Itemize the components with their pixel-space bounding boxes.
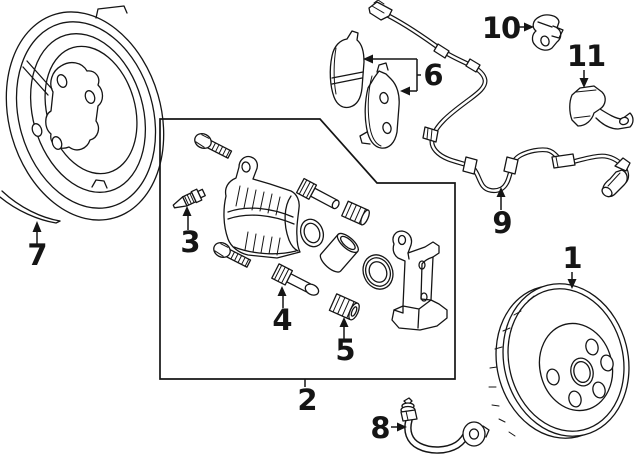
- boot-upper: [341, 200, 370, 226]
- piston-seal: [299, 218, 325, 248]
- abs-sensor-wire-drawing: [368, 0, 631, 198]
- callout-4[interactable]: 4: [272, 286, 293, 337]
- callout-3[interactable]: 3: [180, 206, 201, 259]
- callout-2[interactable]: 2: [297, 379, 318, 417]
- callout-7[interactable]: 7: [27, 221, 48, 272]
- callout-9-number[interactable]: 9: [492, 206, 512, 240]
- caliper-assembly-drawing: [172, 133, 448, 331]
- callout-5[interactable]: 5: [335, 317, 356, 367]
- bleeder-screw-drawing: [172, 188, 206, 209]
- callout-1-number[interactable]: 1: [562, 241, 582, 275]
- caliper-bracket: [391, 230, 448, 331]
- caliper-bolt-lower: [213, 242, 252, 268]
- brake-pads-drawing: [329, 30, 400, 149]
- callout-8[interactable]: 8: [370, 411, 407, 445]
- caliper-bolt-upper: [194, 133, 233, 159]
- brake-hose-drawing: [400, 397, 490, 454]
- callout-6[interactable]: 6: [363, 54, 444, 96]
- abs-sensor-ear: [614, 157, 631, 172]
- callout-10[interactable]: 10: [482, 11, 534, 45]
- caliper-piston: [319, 232, 359, 273]
- wire-bracket-drawing: [569, 85, 634, 130]
- guide-pin-upper: [295, 177, 340, 210]
- callout-4-number[interactable]: 4: [272, 303, 292, 337]
- guide-pin-lower: [271, 263, 320, 296]
- callout-3-number[interactable]: 3: [180, 225, 200, 259]
- callout-9[interactable]: 9: [492, 187, 513, 240]
- wire-clip-drawing: [531, 14, 564, 51]
- callout-11[interactable]: 11: [567, 39, 606, 88]
- callout-5-number[interactable]: 5: [335, 333, 355, 367]
- callout-2-number[interactable]: 2: [297, 383, 317, 417]
- callout-8-number[interactable]: 8: [370, 411, 390, 445]
- callouts: 1 2 3 4 5 6 7 8: [27, 11, 606, 445]
- callout-11-number[interactable]: 11: [567, 39, 606, 73]
- brake-pad-outer: [329, 30, 365, 109]
- callout-10-number[interactable]: 10: [482, 11, 521, 45]
- piston-dust-boot: [362, 254, 394, 290]
- brake-rotor-drawing: [488, 283, 630, 439]
- splash-shield-drawing: [0, 5, 165, 224]
- callout-6-number[interactable]: 6: [423, 58, 443, 92]
- callout-7-number[interactable]: 7: [27, 238, 47, 272]
- caliper-group-box: [159, 118, 456, 380]
- callout-1[interactable]: 1: [562, 241, 583, 289]
- boot-lower: [328, 293, 360, 321]
